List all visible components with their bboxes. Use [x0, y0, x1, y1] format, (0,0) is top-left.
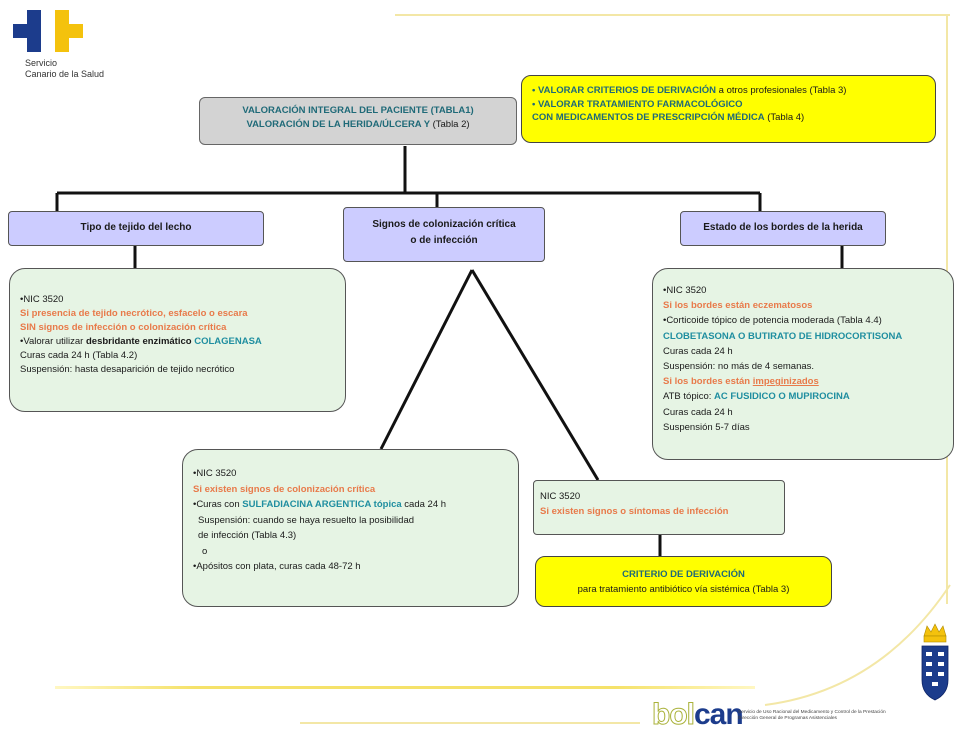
corticoid-line: •Corticoide tópico de potencia moderada … [663, 315, 882, 327]
logo-square-yellow [69, 24, 83, 38]
debridement-agent: desbridante enzimático [85, 336, 192, 347]
clobetasone-drug: CLOBETASONA O BUTIRATO DE HIDROCORTISONA [663, 330, 903, 342]
atb-prefix: ATB tópico: [663, 391, 712, 403]
nic-code: •NIC 3520 [193, 468, 237, 479]
patient-assessment-title: VALORACIÓN INTEGRAL DEL PACIENTE (TABLA1… [242, 105, 474, 116]
tissue-type-box: Tipo de tejido del lecho [8, 211, 264, 246]
collagenase-drug: COLAGENASA [194, 336, 262, 347]
necrotic-tissue-box: •NIC 3520 Si presencia de tejido necróti… [9, 268, 346, 412]
topical-antibiotic-line: ATB tópico: AC FUSIDICO O MUPIROCINA [663, 389, 943, 404]
silver-dressing-line: •Apósitos con plata, curas cada 48-72 h [193, 561, 361, 572]
no-infection-condition: SIN signos de infección o colonización c… [20, 322, 227, 333]
logo-square-yellow [55, 38, 69, 52]
impetiginized-prefix: Si los bordes están [663, 376, 751, 388]
derivation-title: CRITERIO DE DERIVACIÓN [622, 569, 745, 580]
tissue-type-label: Tipo de tejido del lecho [80, 222, 192, 233]
prescription-title: CON MEDICAMENTOS DE PRESCRIPCIÓN MÉDICA [532, 112, 765, 123]
decorative-curve [764, 584, 951, 706]
cure-frequency: Curas cada 24 h (Tabla 4.2) [20, 350, 138, 361]
logo-square-blue [27, 10, 41, 24]
logo-text: Servicio Canario de la Salud [25, 58, 104, 80]
derivation-criteria-detail: a otros profesionales (Tabla 3) [718, 85, 847, 96]
logo-square-blue [27, 38, 41, 52]
derivation-criteria-title: • VALORAR CRITERIOS DE DERIVACIÓN [532, 85, 717, 96]
logo-line-1: Servicio [25, 58, 58, 68]
decorative-bottom-line [55, 686, 755, 689]
patient-assessment-box: VALORACIÓN INTEGRAL DEL PACIENTE (TABLA1… [199, 97, 517, 145]
critical-colonization-box: •NIC 3520 Si existen signos de colonizac… [182, 449, 519, 607]
infection-signs-label-1: Signos de colonización crítica [372, 219, 516, 230]
logo-line-2: Canario de la Salud [25, 69, 105, 79]
nic-code: NIC 3520 [540, 491, 581, 502]
bolcan-logo: bolcan [652, 698, 744, 731]
bolcan-caption: Servicio de Uso Racional del Medicamento… [738, 710, 943, 722]
decorative-top-line [395, 14, 950, 16]
bolcan-caption-2: Dirección General de Programas Asistenci… [738, 716, 837, 721]
infection-signs-box: Signos de colonización crítica o de infe… [343, 207, 545, 262]
logo-square-blue [13, 24, 27, 38]
infection-signs-label-2: o de infección [410, 235, 478, 246]
decorative-bottom-line-2 [300, 722, 640, 724]
bolcan-logo-can: can [694, 698, 744, 731]
logo-square-yellow [55, 24, 69, 38]
derivation-criteria-line-1: • VALORAR CRITERIOS DE DERIVACIÓN a otro… [532, 84, 925, 98]
connector-diag-right [470, 269, 600, 481]
impetiginized-word: impeginizados [752, 376, 819, 388]
sulfadiazine-drug: SULFADIACINA ARGENTICA tópica [242, 499, 402, 510]
silver-sulfadiazine-line: •Curas con SULFADIACINA ARGENTICA tópica… [193, 497, 508, 513]
bolcan-logo-bol: bol [652, 698, 696, 731]
wound-assessment-title: VALORACIÓN DE LA HERIDA/ÚLCERA Y (Tabla … [200, 118, 516, 132]
or-separator: o [202, 545, 208, 557]
derivation-box: CRITERIO DE DERIVACIÓN para tratamiento … [535, 556, 832, 607]
eczematous-condition: Si los bordes están eczematosos [663, 300, 813, 312]
debridement-prefix: •Valorar utilizar [20, 336, 84, 347]
suspension-note: Suspensión: hasta desaparición de tejido… [20, 364, 235, 375]
nic-code: •NIC 3520 [20, 294, 64, 305]
wound-edges-label: Estado de los bordes de la herida [703, 222, 863, 233]
nic-code: •NIC 3520 [663, 285, 707, 296]
fusidic-drug: AC FUSIDICO O MUPIROCINA [714, 391, 850, 403]
curas-frequency: cada 24 h [404, 499, 447, 510]
bolcan-caption-1: Servicio de Uso Racional del Medicamento… [738, 710, 886, 715]
wound-edges-box: Estado de los bordes de la herida [680, 211, 886, 246]
cure-frequency: Curas cada 24 h [663, 345, 733, 357]
suspension-note: Suspensión: cuando se haya resuelto la p… [198, 514, 415, 526]
infection-table-ref: de infección (Tabla 4.3) [198, 530, 297, 541]
cure-frequency-2: Curas cada 24 h [663, 406, 733, 418]
impetiginized-condition: Si los bordes están impeginizados [663, 374, 943, 389]
derivation-criteria-box: • VALORAR CRITERIOS DE DERIVACIÓN a otro… [521, 75, 936, 143]
colonization-condition: Si existen signos de colonización crític… [193, 483, 376, 495]
curas-prefix: •Curas con [193, 499, 240, 510]
suspension-note-2: Suspensión 5-7 días [663, 421, 750, 433]
logo-square-yellow [55, 10, 69, 24]
connector-diag-left [379, 269, 474, 450]
prescription-table-ref: (Tabla 4) [767, 112, 805, 123]
infection-condition: Si existen signos o síntomas de infecció… [540, 506, 729, 517]
canarias-crest-icon [921, 623, 949, 701]
wound-assessment-table-ref: (Tabla 2) [432, 119, 470, 130]
logo-square-blue [27, 24, 41, 38]
suspension-note: Suspensión: no más de 4 semanas. [663, 361, 815, 373]
pharmacological-treatment-line: • VALORAR TRATAMIENTO FARMACOLÓGICO [532, 98, 743, 110]
prescription-line: CON MEDICAMENTOS DE PRESCRIPCIÓN MÉDICA … [532, 111, 925, 125]
derivation-detail: para tratamiento antibiótico vía sistémi… [577, 584, 790, 595]
eczematous-edges-box: •NIC 3520 Si los bordes están eczematoso… [652, 268, 954, 460]
enzymatic-debridement-line: •Valorar utilizar desbridante enzimático… [20, 335, 335, 349]
wound-assessment-text: VALORACIÓN DE LA HERIDA/ÚLCERA Y [246, 119, 430, 130]
necrotic-condition: Si presencia de tejido necrótico, esface… [20, 308, 248, 319]
infection-box: NIC 3520 Si existen signos o síntomas de… [533, 480, 785, 535]
